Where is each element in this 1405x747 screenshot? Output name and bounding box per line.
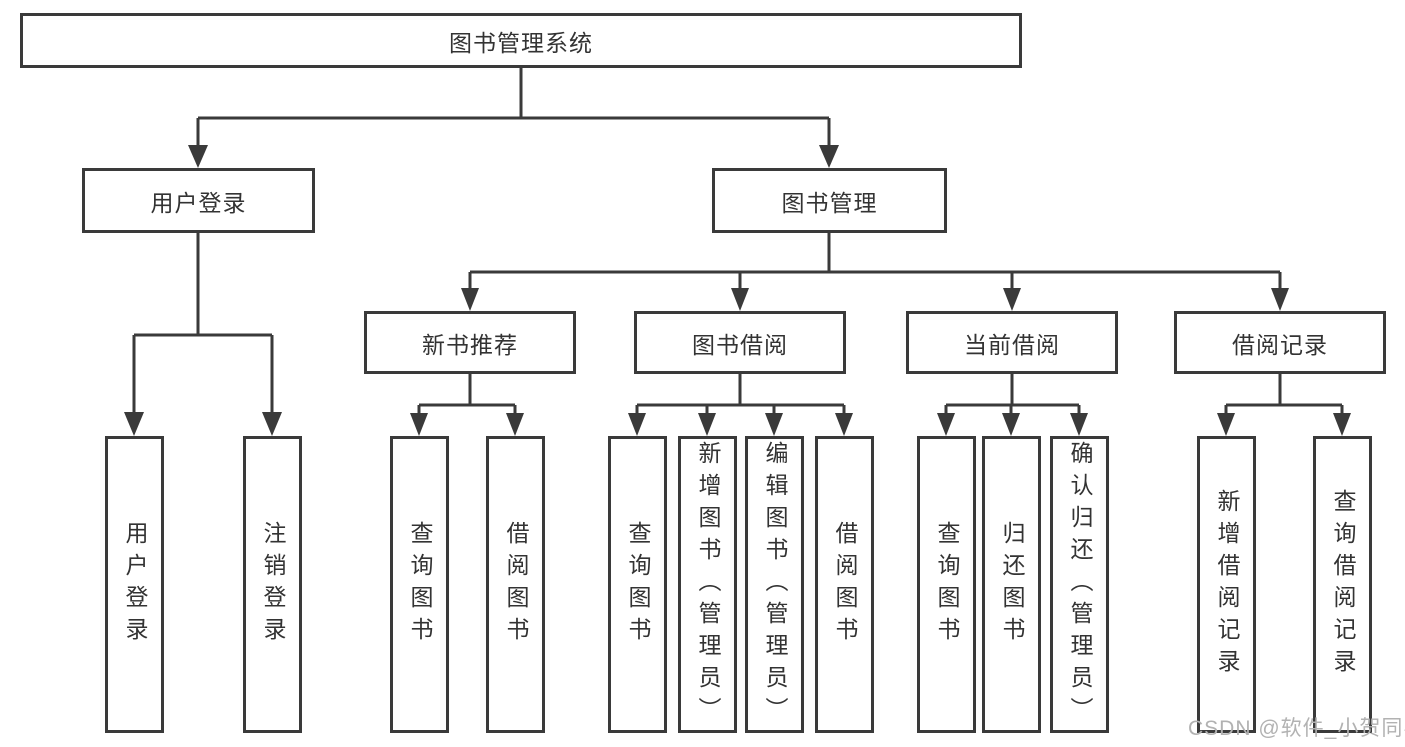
node-book-borrow: 图书借阅: [634, 311, 846, 374]
leaf-label: 查询图书: [625, 520, 651, 649]
leaf-logout: 注销登录: [243, 436, 302, 733]
node-user-login: 用户登录: [82, 168, 315, 233]
leaf-label: 用户登录: [122, 520, 148, 649]
leaf-borrow-books-newbooks: 借阅图书: [486, 436, 545, 733]
leaf-add-borrow-record: 新增借阅记录: [1197, 436, 1256, 733]
leaf-label: 借阅图书: [832, 520, 858, 649]
leaf-query-books-borrow: 查询图书: [608, 436, 667, 733]
leaf-confirm-return-admin: 确认归还（管理员）: [1050, 436, 1109, 733]
node-label: 新书推荐: [422, 331, 518, 358]
leaf-borrow-books-borrow: 借阅图书: [815, 436, 874, 733]
node-current-borrow: 当前借阅: [906, 311, 1118, 374]
leaf-label: 查询借阅记录: [1330, 488, 1356, 681]
leaf-label: 新增图书（管理员）: [695, 440, 721, 729]
leaf-label: 编辑图书（管理员）: [762, 440, 788, 729]
leaf-query-borrow-record: 查询借阅记录: [1313, 436, 1372, 733]
leaf-label: 查询图书: [934, 520, 960, 649]
leaf-query-books-newbooks: 查询图书: [390, 436, 449, 733]
node-label: 用户登录: [150, 189, 247, 216]
leaf-add-books-admin: 新增图书（管理员）: [678, 436, 737, 733]
leaf-label: 查询图书: [407, 520, 433, 649]
leaf-label: 注销登录: [260, 520, 286, 649]
leaf-edit-books-admin: 编辑图书（管理员）: [745, 436, 804, 733]
node-new-book-recommend: 新书推荐: [364, 311, 576, 374]
csdn-watermark: CSDN @软件_小贺同学: [1188, 717, 1405, 740]
node-borrow-records: 借阅记录: [1174, 311, 1386, 374]
node-book-management: 图书管理: [712, 168, 947, 233]
node-label: 当前借阅: [964, 331, 1060, 358]
arrowheads: [124, 145, 1351, 436]
node-label: 图书管理系统: [449, 29, 593, 56]
node-label: 图书管理: [781, 189, 878, 216]
leaf-label: 确认归还（管理员）: [1067, 440, 1093, 729]
leaf-label: 借阅图书: [503, 520, 529, 649]
leaf-label: 归还图书: [999, 520, 1025, 649]
leaf-user-login: 用户登录: [105, 436, 164, 733]
node-label: 借阅记录: [1232, 331, 1328, 358]
leaf-return-books: 归还图书: [982, 436, 1041, 733]
node-library-management-system: 图书管理系统: [20, 13, 1022, 68]
leaf-label: 新增借阅记录: [1214, 488, 1240, 681]
leaf-query-books-current: 查询图书: [917, 436, 976, 733]
node-label: 图书借阅: [692, 331, 788, 358]
